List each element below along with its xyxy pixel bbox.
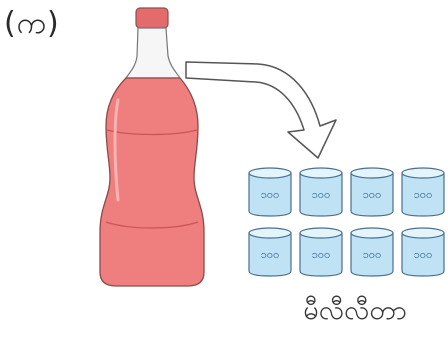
cup-body [299,173,343,217]
measuring-cup: ၁၀၀ [248,167,292,217]
cup-volume-label: ၁၀၀ [363,248,382,261]
cup-volume-label: ၁၀၀ [261,248,280,261]
bottle-neck [124,27,182,79]
cup-body [248,233,292,277]
bottle-ridge-lower [105,221,199,229]
cup-rim [401,167,445,179]
cup-volume-label: ၁၀၀ [414,188,433,201]
cup-rim [350,167,394,179]
cup-volume-label: ၁၀၀ [414,248,433,261]
cup-body [401,233,445,277]
cup-rim [401,227,445,239]
cup-body [299,233,343,277]
measuring-cup: ၁၀၀ [401,167,445,217]
cup-volume-label: ၁၀၀ [261,188,280,201]
pour-arrow [185,61,337,159]
bottle-cap [135,7,169,29]
cup-rim [350,227,394,239]
cup-volume-label: ၁၀၀ [312,248,331,261]
cup-rim [248,167,292,179]
cup-rim [299,227,343,239]
cup-volume-label: ၁၀၀ [312,188,331,201]
cup-body [401,173,445,217]
cup-body [350,173,394,217]
panel-label: (က) [4,6,60,41]
measuring-cup: ၁၀၀ [299,227,343,277]
cup-rim [248,227,292,239]
measuring-cups: ၁၀၀၁၀၀၁၀၀၁၀၀၁၀၀၁၀၀၁၀၀၁၀၀ [248,167,445,277]
measuring-cup: ၁၀၀ [299,167,343,217]
unit-caption: မီလီလီတာ [303,295,407,326]
bottle-liquid [99,77,205,287]
cup-body [350,233,394,277]
measuring-cup: ၁၀၀ [350,167,394,217]
cup-volume-label: ၁၀၀ [363,188,382,201]
measuring-cup: ၁၀၀ [401,227,445,277]
bottle-highlight [113,98,120,202]
cup-rim [299,167,343,179]
measuring-cup: ၁၀၀ [350,227,394,277]
measuring-cup: ၁၀၀ [248,227,292,277]
bottle [99,7,205,287]
cup-body [248,173,292,217]
